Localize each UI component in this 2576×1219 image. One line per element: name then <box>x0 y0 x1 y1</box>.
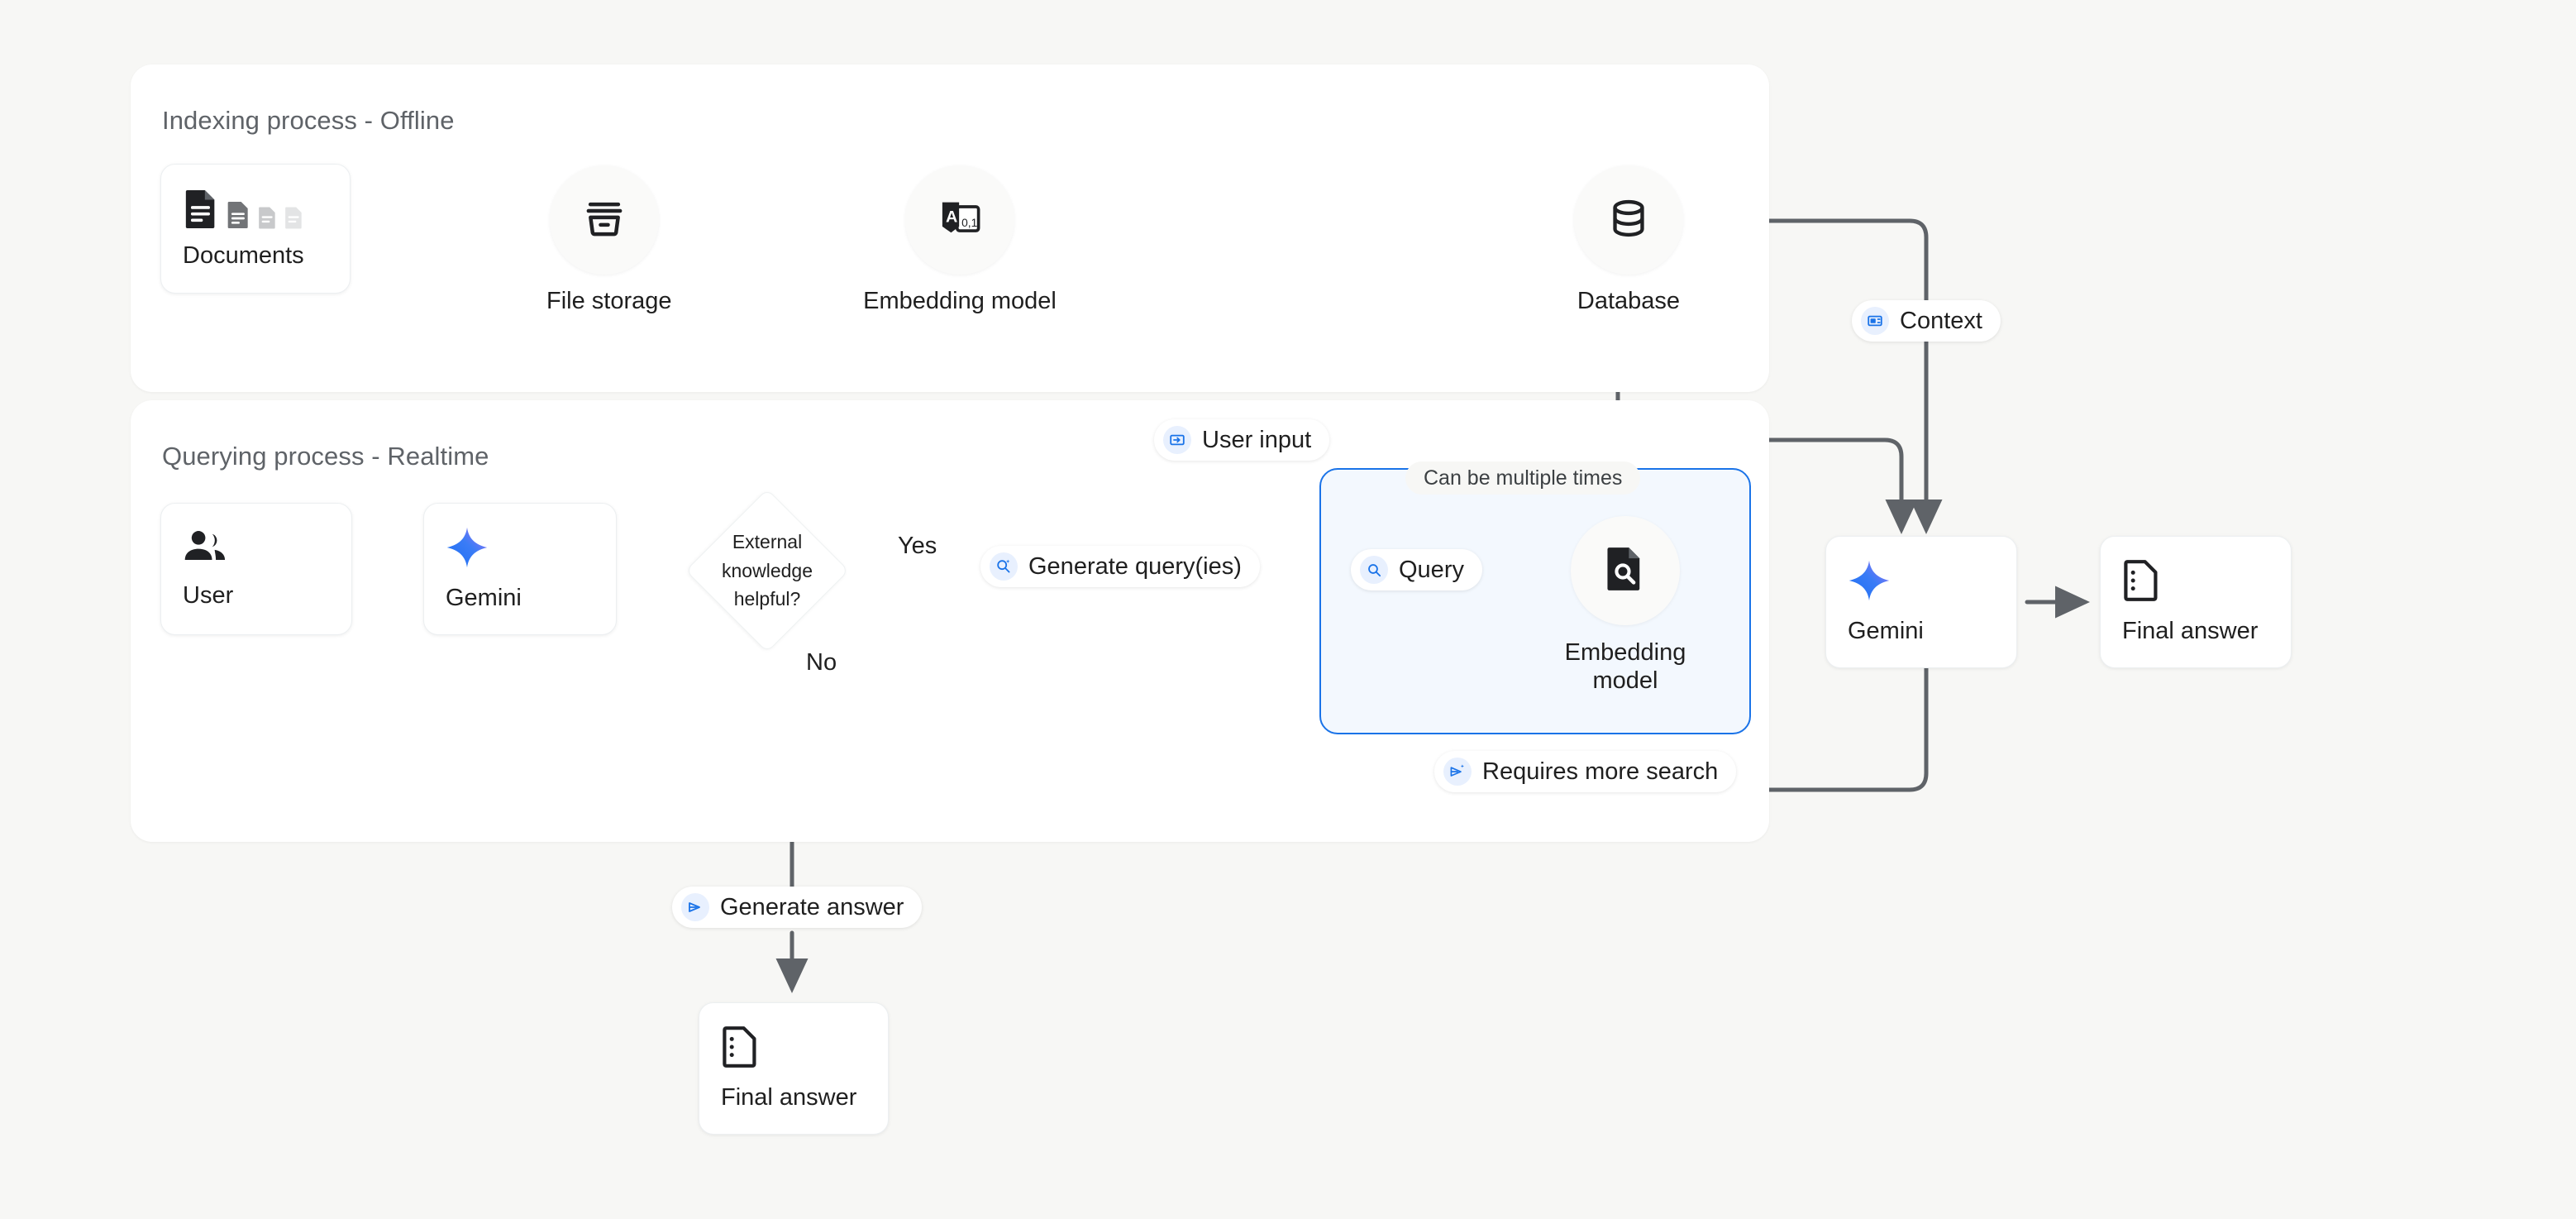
node-gemini-left[interactable]: Gemini <box>423 503 617 635</box>
node-database[interactable] <box>1574 165 1683 275</box>
pill-context[interactable]: Context <box>1852 300 2001 342</box>
pill-user-input[interactable]: User input <box>1154 419 1330 461</box>
send-sparkle-icon <box>1443 758 1472 786</box>
pill-query-label: Query <box>1399 556 1464 583</box>
panel-querying-title: Querying process - Realtime <box>162 442 489 471</box>
loop-note-pill: Can be multiple times <box>1405 461 1641 495</box>
answer-doc-icon <box>721 1025 761 1073</box>
gemini-sparkle-icon <box>446 526 489 573</box>
node-embedding-model-indexing-label: Embedding model <box>863 288 1057 314</box>
edge-label-no: No <box>806 649 837 676</box>
archive-box-icon <box>582 196 627 245</box>
embedding-model-query-line-1: Embedding <box>1564 639 1686 666</box>
loop-note-label: Can be multiple times <box>1424 466 1623 490</box>
node-embedding-model-indexing[interactable]: 0,1 A <box>905 165 1014 275</box>
send-icon <box>681 893 709 921</box>
node-file-storage-label: File storage <box>546 288 672 314</box>
node-user-label: User <box>183 582 234 609</box>
document-search-icon <box>1603 546 1648 596</box>
pill-generate-query[interactable]: Generate query(ies) <box>980 546 1260 587</box>
documents-icon <box>183 188 305 231</box>
decision-line-1: External <box>732 531 803 553</box>
node-final-answer-bottom[interactable]: Final answer <box>699 1002 889 1135</box>
node-embedding-model-query-label: Embedding model <box>1543 638 1708 695</box>
node-gemini-right-label: Gemini <box>1848 618 1924 644</box>
node-user[interactable]: User <box>160 503 352 635</box>
node-final-answer-right[interactable]: Final answer <box>2100 536 2292 668</box>
edge-label-yes: Yes <box>898 533 937 559</box>
answer-doc-icon <box>2122 559 2162 606</box>
node-final-answer-bottom-label: Final answer <box>721 1084 857 1111</box>
node-embedding-model-query[interactable] <box>1571 516 1680 625</box>
svg-text:A: A <box>946 208 957 226</box>
search-sparkle-icon <box>990 552 1018 581</box>
node-gemini-right[interactable]: Gemini <box>1825 536 2017 668</box>
decision-line-2: knowledge <box>722 559 813 581</box>
pill-requires-more-search-label: Requires more search <box>1482 758 1719 785</box>
input-arrow-icon <box>1163 426 1191 454</box>
search-icon <box>1360 556 1388 584</box>
decision-text: External knowledge helpful? <box>680 513 855 629</box>
node-decision-external-knowledge[interactable]: External knowledge helpful? <box>685 489 849 653</box>
embedding-model-query-line-2: model <box>1592 667 1658 695</box>
people-icon <box>183 528 227 571</box>
pill-generate-answer[interactable]: Generate answer <box>672 887 923 928</box>
pill-query[interactable]: Query <box>1351 549 1482 590</box>
database-icon <box>1607 197 1650 244</box>
node-file-storage[interactable] <box>550 165 659 275</box>
pill-requires-more-search[interactable]: Requires more search <box>1434 751 1737 792</box>
node-documents[interactable]: Documents <box>160 164 351 294</box>
gemini-sparkle-icon <box>1848 559 1891 606</box>
node-gemini-left-label: Gemini <box>446 585 522 611</box>
decision-line-3: helpful? <box>733 588 801 610</box>
node-database-label: Database <box>1577 288 1681 314</box>
context-panel-icon <box>1861 307 1889 335</box>
panel-indexing-title: Indexing process - Offline <box>162 106 455 135</box>
text-to-binary-icon: 0,1 A <box>937 195 983 246</box>
pill-generate-query-label: Generate query(ies) <box>1028 552 1242 580</box>
node-final-answer-right-label: Final answer <box>2122 618 2259 644</box>
node-documents-label: Documents <box>183 242 304 269</box>
pill-context-label: Context <box>1900 307 1982 334</box>
pill-user-input-label: User input <box>1202 426 1312 453</box>
pill-generate-answer-label: Generate answer <box>720 893 904 920</box>
svg-text:0,1: 0,1 <box>961 216 977 228</box>
